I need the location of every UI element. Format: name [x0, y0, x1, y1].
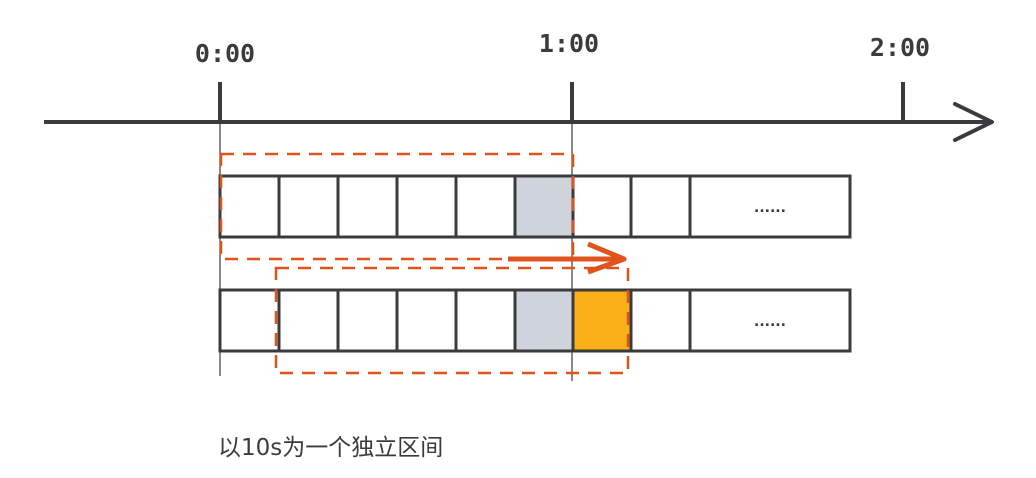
time-bucket-empty: [218, 174, 281, 239]
time-bucket-empty: [218, 288, 281, 353]
time-bucket-empty: [454, 174, 517, 239]
time-bucket-empty: [277, 174, 340, 239]
time-bucket-empty: [336, 174, 399, 239]
slide-arrow: [508, 241, 627, 275]
tick-label: 0:00: [195, 39, 255, 68]
ellipsis: ......: [754, 314, 786, 330]
axis-arrow-icon: [953, 102, 994, 142]
caption: 以10s为一个独立区间: [218, 435, 444, 461]
time-bucket-empty: [571, 174, 633, 239]
time-bucket-gray: [513, 288, 575, 353]
time-bucket-gray: [513, 174, 575, 239]
more-buckets: [688, 288, 852, 353]
tick-label: 1:00: [539, 29, 599, 58]
tick-label: 2:00: [870, 33, 930, 62]
time-bucket-empty: [277, 288, 340, 353]
time-bucket-empty: [336, 288, 399, 353]
time-bucket-empty: [395, 174, 458, 239]
ellipsis: ......: [754, 200, 786, 216]
time-bucket-empty: [454, 288, 517, 353]
window-row-1: ......: [218, 152, 852, 261]
time-bucket-empty: [629, 288, 692, 353]
time-bucket-empty: [395, 288, 458, 353]
sliding-window-frame: [274, 266, 630, 375]
time-bucket-empty: [629, 174, 692, 239]
more-buckets: [688, 174, 852, 239]
time-bucket-orange: [571, 288, 633, 353]
window-row-2: ......: [218, 266, 852, 375]
sliding-window-frame: [219, 152, 575, 261]
